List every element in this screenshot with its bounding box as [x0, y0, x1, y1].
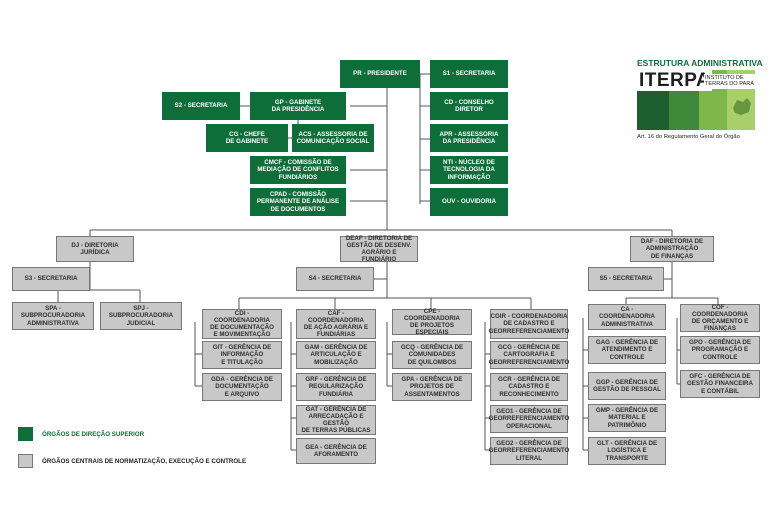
node-deaf: DEAF - DIRETORIA DE GESTÃO DE DESENV. AG…	[340, 235, 418, 263]
node-gp: GP - GABINETE DA PRESIDÊNCIA	[250, 92, 346, 120]
node-ggp: GGP - GERÊNCIA DE GESTÃO DE PESSOAL	[588, 372, 666, 400]
node-gpa: GPA - GERÊNCIA DE PROJETOS DE ASSENTAMEN…	[392, 373, 472, 401]
node-gat: GAT - GERÊNCIA DE ARRECADAÇÃO E GESTÃO D…	[296, 405, 376, 435]
node-pr: PR - PRESIDENTE	[340, 60, 420, 88]
legend-label-superior: ÓRGÃOS DE DIREÇÃO SUPERIOR	[42, 431, 145, 438]
logo-name: ITERPA	[637, 70, 713, 91]
legend-swatch-superior	[18, 427, 33, 441]
para-map-icon	[733, 98, 751, 115]
node-ouv: OUV - OUVIDORIA	[430, 188, 508, 216]
node-dj: DJ - DIRETORIA JURÍDICA	[56, 236, 134, 262]
node-gea: GEA - GERÊNCIA DE AFORAMENTO	[296, 438, 376, 464]
node-cpe: CPE - COORDENADORIA DE PROJETOS ESPECIAI…	[392, 308, 472, 336]
logo-note: Art. 16 do Regulamento Geral do Órgão	[637, 134, 740, 140]
node-apr: APR - ASSESSORIA DA PRESIDÊNCIA	[430, 124, 508, 152]
node-gcg: GCG - GERÊNCIA DE CARTOGRAFIA E GEORREFE…	[489, 341, 569, 369]
node-cd: CD - CONSELHO DIRETOR	[430, 92, 508, 120]
node-gcq: GCQ - GERÊNCIA DE COMUNIDADES DE QUILOMB…	[392, 341, 472, 369]
node-s4: S4 - SECRETARIA	[296, 267, 374, 291]
node-cgir: CGIR - COORDENADORIA DE CADASTRO E GEORR…	[489, 309, 569, 339]
node-spa: SPA - SUBPROCURADORIA ADMINISTRATIVA	[12, 302, 94, 330]
logo-subtitle: INSTITUTO DE TERRAS DO PARÁ	[704, 74, 756, 89]
legend-label-centrais: ÓRGÃOS CENTRAIS DE NORMATIZAÇÃO, EXECUÇÃ…	[42, 458, 247, 465]
node-nti: NTI - NÚCLEO DE TECNOLOGIA DA INFORMAÇÃO	[430, 156, 508, 184]
node-grf: GRF - GERÊNCIA DE REGULARIZAÇÃO FUNDIÁRI…	[296, 373, 376, 401]
node-cpad: CPAD - COMISSÃO PERMANENTE DE ANÁLISE DE…	[250, 188, 346, 216]
node-gcr: GCR - GERÊNCIA DE CADASTRO E RECONHECIME…	[490, 373, 568, 401]
logo-title: ESTRUTURA ADMINISTRATIVA	[637, 58, 763, 68]
node-ca: CA - COORDENADORIA ADMINISTRATIVA	[588, 304, 666, 330]
node-s3: S3 - SECRETARIA	[12, 267, 90, 291]
node-git: GIT - GERÊNCIA DE INFORMAÇÃO E TITULAÇÃO	[202, 341, 282, 369]
node-s5: S5 - SECRETARIA	[588, 267, 664, 291]
node-spj: SPJ - SUBPROCURADORIA JUDICIAL	[100, 302, 182, 330]
node-s1: S1 - SECRETARIA	[430, 60, 508, 88]
node-gfc: GFC - GERÊNCIA DE GESTÃO FINANCEIRA E CO…	[680, 370, 760, 398]
node-cdi: CDI - COORDENADORIA DE DOCUMENTAÇÃO E MO…	[202, 309, 282, 339]
node-s2: S2 - SECRETARIA	[162, 92, 240, 120]
node-gam: GAM - GERÊNCIA DE ARTICULAÇÃO E MOBILIZA…	[296, 341, 376, 369]
node-gpo: GPO - GERÊNCIA DE PROGRAMAÇÃO E CONTROLE	[680, 336, 760, 364]
node-gag: GAG - GERÊNCIA DE ATENDIMENTO E CONTROLE	[588, 336, 666, 364]
node-gda: GDA - GERÊNCIA DE DOCUMENTAÇÃO E ARQUIVO	[202, 373, 282, 401]
node-cg: CG - CHEFE DE GABINETE	[206, 124, 288, 152]
node-glt: GLT - GERÊNCIA DE LOGÍSTICA E TRANSPORTE	[588, 437, 666, 465]
node-cmcf: CMCF - COMISSÃO DE MEDIAÇÃO DE CONFLITOS…	[250, 156, 346, 184]
node-gmp: GMP - GERÊNCIA DE MATERIAL E PATRIMÔNIO	[588, 404, 666, 432]
legend-swatch-centrais	[18, 454, 33, 468]
node-acs: ACS - ASSESSORIA DE COMUNICAÇÃO SOCIAL	[292, 124, 374, 152]
node-daf: DAF - DIRETORIA DE ADMINISTRAÇÃO DE FINA…	[630, 236, 714, 262]
node-geo2: GEO2 - GERÊNCIA DE GEORREFERENCIAMENTO L…	[489, 437, 569, 465]
node-geo1: GEO1 - GERÊNCIA DE GEORREFERENCIAMENTO O…	[489, 405, 569, 433]
node-caf: CAF - COORDENADORIA DE AÇÃO AGRÁRIA E FU…	[296, 309, 376, 339]
node-cof: COF - COORDENADORIA DE ORÇAMENTO E FINAN…	[680, 304, 760, 332]
